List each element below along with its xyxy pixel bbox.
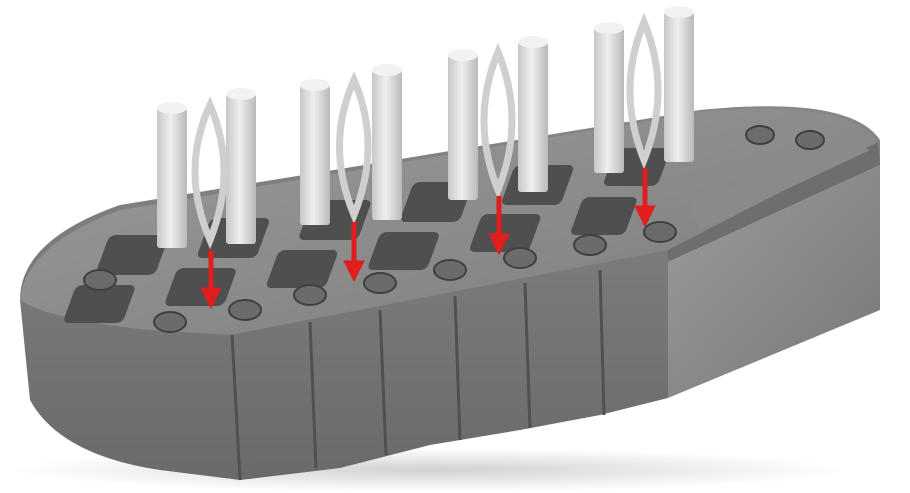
pin-pair-1 xyxy=(157,88,256,248)
pin xyxy=(157,108,187,248)
keyhole xyxy=(504,248,536,268)
keyhole xyxy=(796,131,824,149)
keyhole xyxy=(154,312,186,332)
pin xyxy=(448,55,478,200)
pin-pair-2 xyxy=(300,64,402,225)
keyhole xyxy=(364,273,396,293)
keyhole xyxy=(574,235,606,255)
keyhole xyxy=(746,126,774,144)
keyhole xyxy=(644,222,676,242)
keyhole xyxy=(294,285,326,305)
pin xyxy=(226,94,256,244)
pin xyxy=(664,12,694,162)
keyhole xyxy=(84,270,116,290)
keyhole xyxy=(434,260,466,280)
pin xyxy=(300,85,330,225)
pin xyxy=(594,28,624,173)
keyhole xyxy=(229,300,261,320)
pin xyxy=(518,42,548,192)
pin xyxy=(372,70,402,220)
